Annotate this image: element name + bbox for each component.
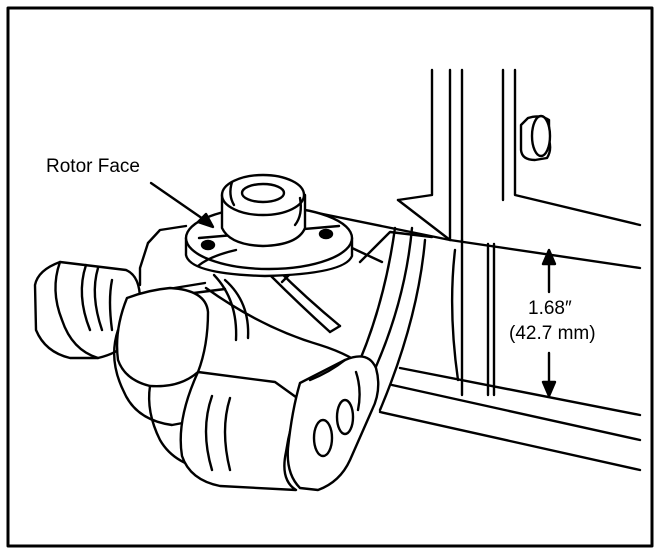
- rotor-face-label: Rotor Face: [46, 156, 140, 177]
- bolt-hole-left: [200, 239, 216, 251]
- rotor-face-leader: [149, 181, 215, 229]
- housing-knob: [519, 114, 552, 162]
- rotor-assembly: [184, 173, 354, 278]
- dimension-arrow: [541, 248, 557, 398]
- dimension-inches-label: 1.68″: [528, 298, 572, 319]
- clevis-ear: [286, 355, 380, 492]
- figure-border: [6, 6, 654, 548]
- housing-body: [301, 68, 642, 472]
- dimension-mm-label: (42.7 mm): [509, 323, 596, 344]
- yoke-arm: [33, 260, 302, 492]
- fork-body: [138, 224, 434, 412]
- bolt-hole-right: [318, 228, 334, 240]
